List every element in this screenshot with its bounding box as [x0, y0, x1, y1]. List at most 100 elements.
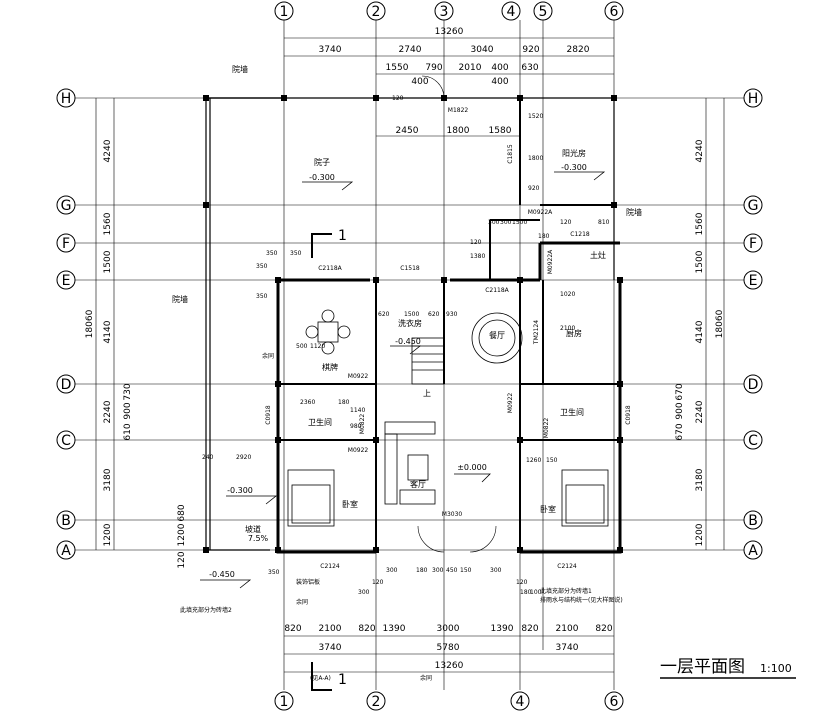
dim-text: 2100: [560, 325, 575, 332]
side-dimension-lines: [95, 98, 725, 550]
door-label: M0822: [543, 418, 550, 439]
dim-text: 620: [428, 311, 440, 318]
dim-text: 180: [416, 567, 428, 574]
door-label: M0822: [359, 414, 366, 435]
dim-text: 1500: [404, 311, 419, 318]
dim-text: 2450: [396, 126, 419, 136]
top-dimensions: 13260 3740 2740 3040 920 2820 1550 790 2…: [319, 27, 590, 136]
dim-text: 120: [470, 239, 482, 246]
door-label: M1822: [448, 107, 469, 114]
bed-right-furniture: [561, 469, 609, 527]
dim-text: 240: [202, 454, 214, 461]
dim-text: 400: [491, 63, 508, 73]
exterior-walls: [276, 241, 622, 554]
dim-text: 300: [358, 589, 370, 596]
axis-label: G: [61, 198, 72, 214]
dim-text: 13260: [435, 661, 464, 671]
dim-text: 1580: [489, 126, 512, 136]
note-text: 余同: [420, 674, 432, 682]
room-label: 卫生间: [560, 407, 584, 417]
dim-text: 4240: [695, 139, 705, 162]
dim-text: 2820: [567, 45, 590, 55]
dim-text: 18060: [715, 309, 725, 338]
axis-label: 2: [372, 4, 381, 20]
dim-text: 610: [123, 423, 133, 440]
dim-text: 120: [392, 95, 404, 102]
window-label: C1218: [570, 231, 590, 238]
dim-text: 810: [598, 219, 610, 226]
dim-text: 920: [522, 45, 539, 55]
dim-text: 1520: [528, 113, 543, 120]
dim-text: 2240: [103, 400, 113, 423]
dim-text: 450: [446, 567, 458, 574]
bottom-dimension-lines: [284, 635, 614, 673]
axis-label: E: [749, 273, 758, 289]
dim-text: 1200: [103, 523, 113, 546]
level-label: ±0.000: [457, 463, 487, 472]
dim-text: 150: [460, 567, 472, 574]
dim-text: 500: [296, 343, 308, 350]
chess-table: [305, 309, 351, 355]
dim-text: 120: [177, 551, 187, 568]
room-label: 院子: [314, 157, 330, 167]
dim-text: 150: [546, 457, 558, 464]
door-label: M0922: [348, 373, 369, 380]
title-block: 一层平面图 1:100: [660, 657, 796, 679]
dim-text: 13260: [435, 27, 464, 37]
window-label: C1815: [507, 144, 514, 164]
dim-text: 3000: [437, 624, 460, 634]
axis-label: E: [62, 273, 71, 289]
dim-text: 1120: [310, 343, 325, 350]
room-label: 卫生间: [308, 417, 332, 427]
level-label: -0.300: [309, 173, 335, 182]
dim-text: 1390: [491, 624, 514, 634]
annotation-notes: 此填充部分为砖墙2 此填充部分为砖墙1 排雨水与结构统一(见大样图说) 余同 装…: [180, 352, 623, 682]
axis-label: F: [749, 236, 757, 252]
dim-text: 5780: [437, 643, 460, 653]
axis-label: 1: [280, 4, 289, 20]
dim-text: 3740: [319, 643, 342, 653]
dim-text: 820: [358, 624, 375, 634]
dim-text: 1390: [383, 624, 406, 634]
axis-bubbles-left: H G F E D C B A: [56, 88, 76, 560]
dim-text: 350: [256, 293, 268, 300]
level-label: -0.450: [395, 337, 421, 346]
axis-label: 5: [539, 4, 548, 20]
dim-text: 920: [528, 185, 540, 192]
room-label: 餐厅: [489, 331, 505, 340]
dim-text: 820: [284, 624, 301, 634]
axis-bubbles-bottom: 1 2 4 6: [274, 691, 624, 711]
door-label: M0922: [507, 393, 514, 414]
note-text: (见A-A): [310, 675, 331, 682]
drawing-title: 一层平面图: [660, 657, 745, 677]
dim-text: 2010: [459, 63, 482, 73]
misc-dimensions: 350 350 350 350 120 1380 300 300 1500 12…: [202, 95, 610, 596]
level-label: -0.300: [561, 163, 587, 172]
axis-label: 4: [516, 694, 525, 710]
dim-text: 3180: [103, 468, 113, 491]
axis-label: 6: [610, 4, 619, 20]
dim-text: 790: [425, 63, 442, 73]
axis-label: F: [62, 236, 70, 252]
left-dimensions: 18060 4240 1560 1500 4140 2240 3180 1200…: [85, 139, 187, 568]
dim-text: 300: [500, 219, 512, 226]
axis-label: D: [748, 377, 759, 393]
window-labels: C2118A C1518 C2118A C1218 C0918 C0918 C2…: [265, 144, 632, 570]
room-label: 土灶: [590, 250, 606, 260]
room-label: 客厅: [410, 479, 426, 489]
dim-text: 3740: [319, 45, 342, 55]
axis-label: 6: [610, 694, 619, 710]
dim-text: 120: [560, 219, 572, 226]
axis-bubbles-top: 1 2 3 4 5 6: [274, 1, 624, 21]
dim-text: 1380: [470, 253, 485, 260]
room-label: 洗衣房: [398, 318, 422, 328]
right-dimensions: 18060 4240 1560 1500 4140 2240 3180 1200…: [675, 139, 725, 546]
dim-text: 350: [290, 250, 302, 257]
dim-text: 300: [488, 219, 500, 226]
level-label: -0.300: [227, 486, 253, 495]
dim-text: 3740: [556, 643, 579, 653]
note-text: 此填充部分为砖墙1: [540, 587, 592, 595]
dim-text: 350: [256, 263, 268, 270]
dim-text: 180: [520, 589, 532, 596]
